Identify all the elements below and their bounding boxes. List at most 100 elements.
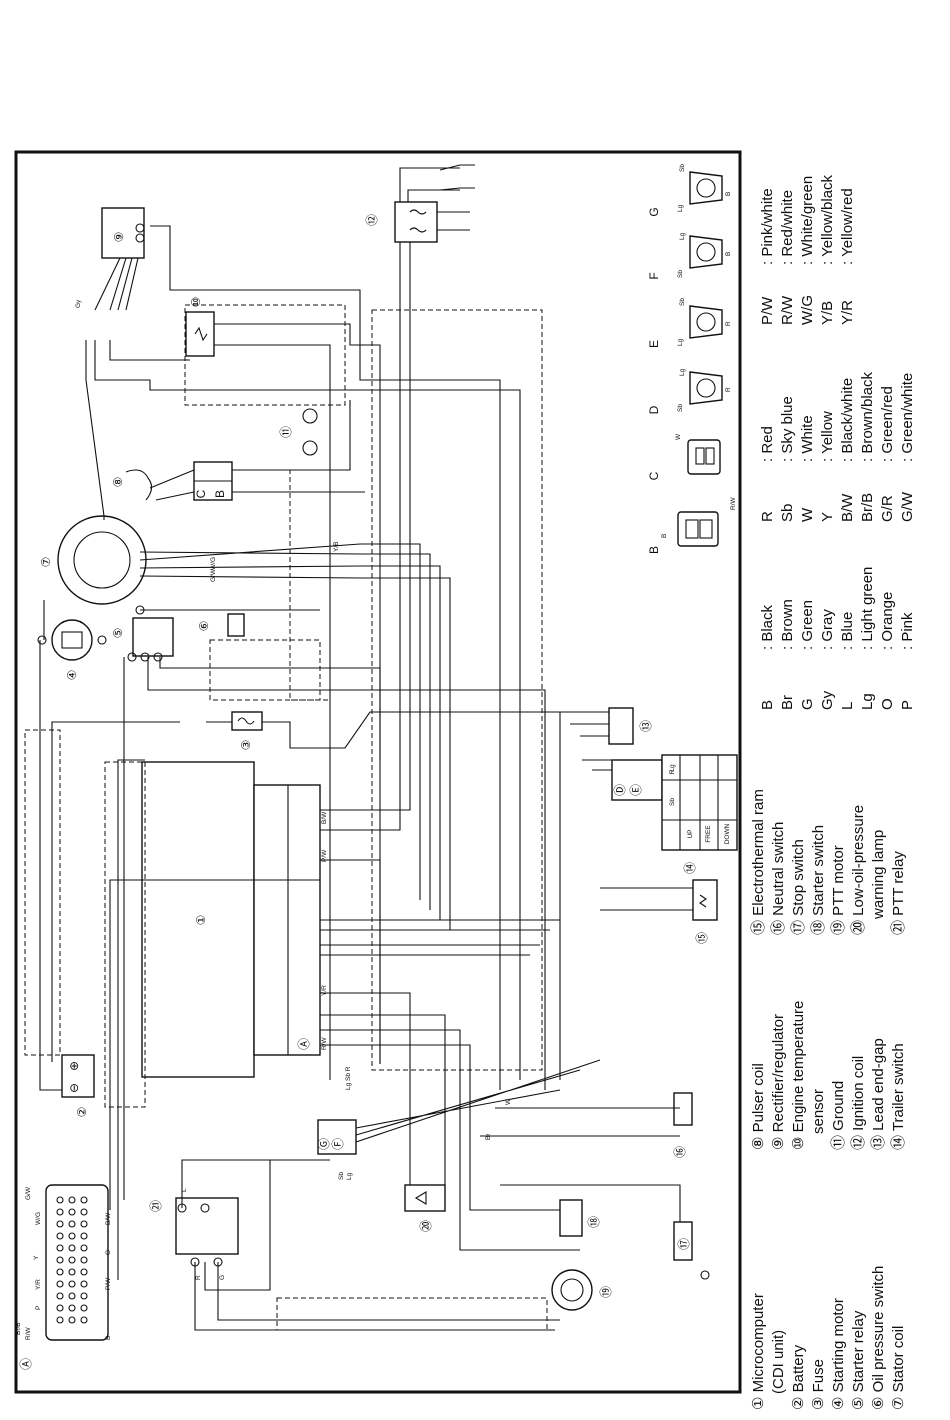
- legend-item-2: ② Battery: [790, 1344, 807, 1410]
- warning-lamp: [404, 1184, 446, 1212]
- wire-label-cdi-rw: R/W: [321, 1037, 328, 1051]
- color-name-YR: : Yellow/red: [839, 188, 856, 265]
- connector-view-E: [689, 305, 723, 339]
- wire-label-cdi-bw: B/W: [321, 811, 328, 824]
- color-name-YB: : Yellow/black: [819, 174, 836, 265]
- color-name-GR: : Green/red: [879, 386, 896, 462]
- connector-B-letter: B: [213, 490, 227, 498]
- color-name-RW: : Red/white: [779, 190, 796, 265]
- wire-label-wg: W/G: [35, 1212, 42, 1225]
- label-1: ①: [194, 915, 208, 926]
- connector-view-C-label: C: [647, 471, 661, 480]
- connector-view-F-label: F: [647, 272, 661, 279]
- label-12: ⑫: [365, 214, 379, 226]
- color-code-BW: B/W: [839, 493, 856, 522]
- wire-label-g: G: [219, 1275, 226, 1280]
- wire-label-lg: Lg: [346, 1172, 353, 1180]
- color-name-R: : Red: [759, 426, 776, 462]
- legend-item-1: ① Microcomputer: [750, 1293, 767, 1410]
- color-name-Sb: : Sky blue: [779, 396, 796, 462]
- wire-label-o: O: [105, 1250, 112, 1255]
- wire-label-stator-gw: G/W: [210, 568, 217, 582]
- label-13: ⑬: [639, 720, 653, 732]
- label-3: ③: [239, 740, 253, 751]
- label-6: ⑥: [197, 621, 211, 632]
- label-17: ⑰: [677, 1238, 691, 1250]
- connector-D-pin3: R: [725, 387, 732, 392]
- color-name-G: : Green: [799, 600, 816, 650]
- legend-item-8: ⑧ Pulser coil: [750, 1063, 767, 1150]
- fuse: [231, 711, 263, 731]
- color-name-BW: : Black/white: [839, 378, 856, 462]
- wire-label-w: W: [505, 1098, 512, 1105]
- starter-switch: [559, 1199, 583, 1237]
- color-code-Y: Y: [819, 512, 836, 522]
- connector-view-G-label: G: [647, 207, 661, 216]
- color-code-P: P: [899, 700, 916, 710]
- wire-label-gw: G/W: [25, 1186, 32, 1200]
- color-code-Sb: Sb: [779, 504, 796, 522]
- connector-E-pin3: R: [725, 321, 732, 326]
- connector-F-pin1: Sb: [677, 270, 684, 278]
- color-name-PW: : Pink/white: [759, 188, 776, 265]
- label-19: ⑲: [599, 1286, 613, 1298]
- wire-label-yb: Y/B: [333, 542, 340, 552]
- legend-item-12: ⑫ Ignition coil: [850, 1056, 867, 1150]
- color-code-R: R: [759, 511, 776, 522]
- label-2: ②: [75, 1107, 89, 1118]
- component-legend: ① Microcomputer (CDI unit) ② Battery ③ F…: [750, 789, 907, 1410]
- color-name-Y: : Yellow: [819, 411, 836, 462]
- cdi-connector-block: [253, 784, 321, 1056]
- label-10: ⑩: [189, 297, 203, 308]
- trim-up: UP: [687, 829, 694, 838]
- color-code-col2: R : Red Sb : Sky blue W : White Y : Yell…: [759, 371, 916, 522]
- legend-item-4: ④ Starting motor: [830, 1298, 847, 1410]
- color-name-W: : White: [799, 415, 816, 462]
- color-code-W: W: [799, 507, 816, 522]
- color-name-B: : Black: [759, 604, 776, 650]
- legend-item-21: ㉑ PTT relay: [890, 851, 907, 935]
- legend-item-9: ⑨ Rectifier/regulator: [770, 1014, 787, 1150]
- connector-B-pin1: B: [661, 534, 668, 538]
- wire-label-cdi-pw: P/W: [321, 849, 328, 862]
- pulser-coil: [125, 469, 153, 501]
- trim-lg: Lg: [669, 764, 676, 772]
- connector-F-pin3: B: [725, 252, 732, 256]
- color-name-Lg: : Light green: [859, 567, 876, 650]
- legend-item-15: ⑮ Electrothermal ram: [750, 789, 767, 935]
- wire-label-b: B: [105, 1336, 112, 1340]
- color-code-col1: B : Black Br : Brown G : Green Gy : Gray…: [759, 567, 916, 710]
- connector-view-G: [689, 171, 723, 205]
- color-name-P: : Pink: [899, 612, 916, 650]
- schematic: ① Ⓐ ⊕ ⊖ ② ③ ④ ⑤ ⑥ ⑦: [15, 164, 738, 1370]
- connector-view-B-label: B: [647, 546, 661, 554]
- color-name-O: : Orange: [879, 592, 896, 650]
- color-code-B: B: [759, 700, 776, 710]
- color-code-RW: R/W: [779, 295, 796, 325]
- legend-item-13: ⑬ Lead end-gap: [870, 1038, 887, 1150]
- legend-item-10: ⑩ Engine temperature: [790, 1001, 807, 1150]
- connector-F: Ⓕ: [331, 1138, 345, 1150]
- label-8: ⑧: [111, 477, 125, 488]
- ptt-motor: [551, 1269, 593, 1311]
- starting-motor: [51, 619, 93, 661]
- connector-F-pin2: Lg: [679, 232, 686, 240]
- wire-label-stator-wg: W/G: [210, 557, 217, 570]
- diagram-frame: [14, 150, 742, 1394]
- label-7: ⑦: [39, 557, 53, 568]
- connector-D-pin2: Lg: [679, 368, 686, 376]
- wire-label-l: L: [181, 1188, 188, 1192]
- label-9: ⑨: [112, 232, 126, 243]
- connector-G: Ⓖ: [317, 1138, 331, 1150]
- wire-label-p: P: [35, 1306, 42, 1310]
- connector-view-E-label: E: [647, 340, 661, 348]
- legend-item-20b: warning lamp: [870, 830, 887, 920]
- legend-item-19: ⑲ PTT motor: [830, 845, 847, 935]
- color-code-YR: Y/R: [839, 300, 856, 325]
- legend-item-5: ⑤ Starter relay: [850, 1310, 867, 1410]
- cdi-unit: [141, 761, 255, 1078]
- color-code-O: O: [879, 698, 896, 710]
- connector-view-F: [689, 235, 723, 269]
- legend-item-20: ⑳ Low-oil-pressure: [850, 805, 867, 935]
- color-name-L: : Blue: [839, 612, 856, 650]
